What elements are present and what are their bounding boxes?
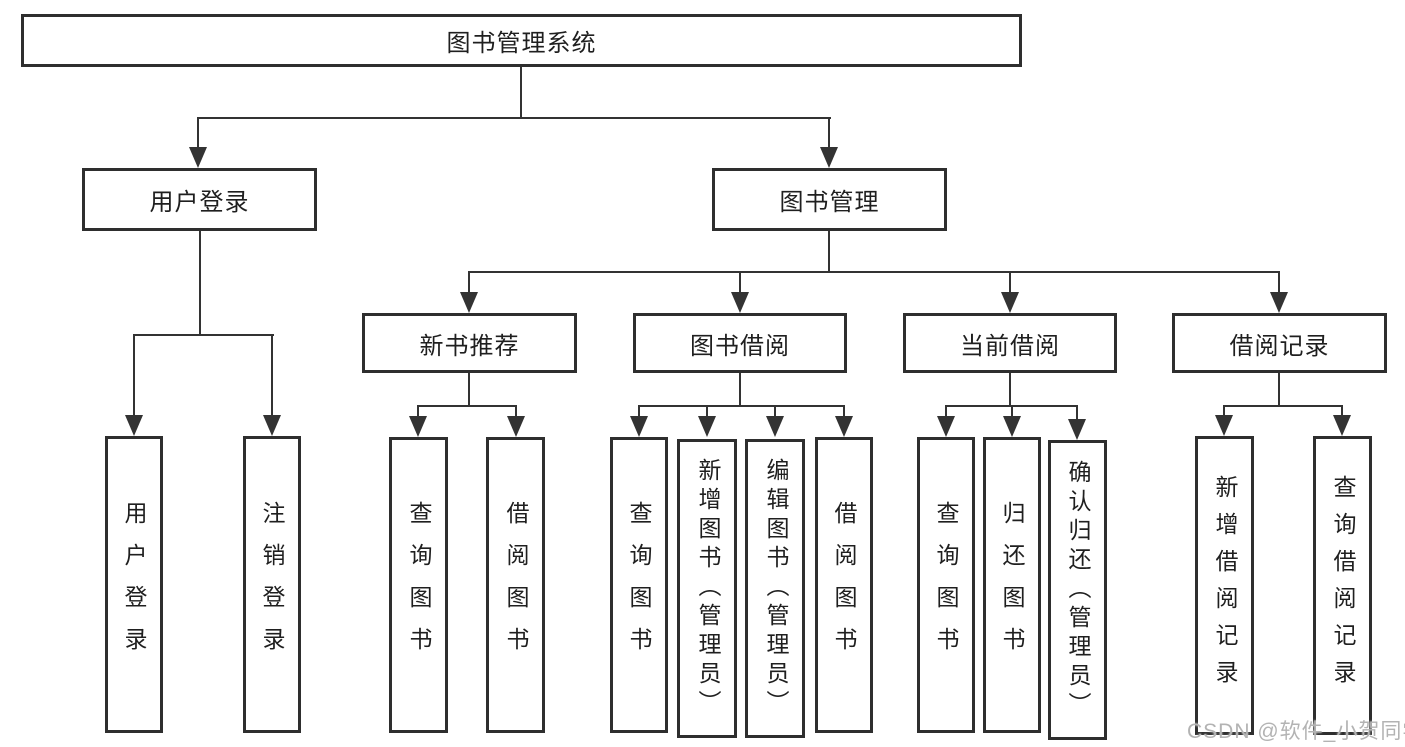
arrowhead-down-icon <box>125 415 143 436</box>
connector-stub <box>739 271 741 293</box>
connector-stub <box>774 405 776 417</box>
connector-hline <box>638 405 845 407</box>
arrowhead-down-icon <box>630 416 648 437</box>
leaf-bb-add-books-admin: 新增图书（管理员） <box>677 439 737 738</box>
node-new-book-recommend: 新书推荐 <box>362 313 577 373</box>
connector-stub <box>1341 405 1343 416</box>
connector-vline <box>1009 373 1011 407</box>
connector-hline <box>197 117 831 119</box>
connector-stub <box>706 405 708 417</box>
arrowhead-down-icon <box>409 416 427 437</box>
node-current-borrow: 当前借阅 <box>903 313 1117 373</box>
leaf-bb-edit-books-admin: 编辑图书（管理员） <box>745 439 805 738</box>
leaf-br-query-record: 查询借阅记录 <box>1313 436 1372 735</box>
connector-hline <box>417 405 517 407</box>
connector-stub <box>1076 405 1078 419</box>
arrowhead-down-icon <box>820 147 838 168</box>
node-book-borrow: 图书借阅 <box>633 313 847 373</box>
leaf-rec-borrow-books: 借阅图书 <box>486 437 545 733</box>
leaf-cb-query-books: 查询图书 <box>917 437 975 733</box>
connector-vline <box>520 67 522 117</box>
arrowhead-down-icon <box>937 416 955 437</box>
arrowhead-down-icon <box>698 416 716 437</box>
watermark: CSDN @软件_小贺同学 <box>1187 720 1405 743</box>
arrowhead-down-icon <box>1001 292 1019 313</box>
connector-stub <box>1223 405 1225 416</box>
arrowhead-down-icon <box>731 292 749 313</box>
connector-vline <box>199 231 201 335</box>
leaf-user-login: 用户登录 <box>105 436 163 733</box>
connector-stub <box>638 405 640 417</box>
node-user-login: 用户登录 <box>82 168 317 231</box>
arrowhead-down-icon <box>1003 416 1021 437</box>
arrowhead-down-icon <box>507 416 525 437</box>
arrowhead-down-icon <box>1270 292 1288 313</box>
connector-stub <box>1011 405 1013 417</box>
connector-stub <box>945 405 947 417</box>
arrowhead-down-icon <box>189 147 207 168</box>
leaf-logout: 注销登录 <box>243 436 301 733</box>
connector-vline <box>1278 373 1280 407</box>
connector-stub <box>133 334 135 416</box>
arrowhead-down-icon <box>1068 419 1086 440</box>
connector-stub <box>843 405 845 417</box>
connector-vline <box>828 231 830 272</box>
connector-stub <box>828 117 830 148</box>
connector-stub <box>515 405 517 417</box>
arrowhead-down-icon <box>460 292 478 313</box>
leaf-cb-return-books: 归还图书 <box>983 437 1041 733</box>
leaf-br-add-record: 新增借阅记录 <box>1195 436 1254 735</box>
connector-stub <box>197 117 199 148</box>
connector-vline <box>468 373 470 407</box>
connector-stub <box>468 271 470 293</box>
connector-stub <box>1278 271 1280 293</box>
leaf-cb-confirm-return-admin: 确认归还（管理员） <box>1048 440 1107 740</box>
node-borrow-records: 借阅记录 <box>1172 313 1387 373</box>
arrowhead-down-icon <box>263 415 281 436</box>
node-book-management: 图书管理 <box>712 168 947 231</box>
connector-hline <box>133 334 274 336</box>
connector-hline <box>468 271 1280 273</box>
connector-vline <box>739 373 741 407</box>
connector-stub <box>271 334 273 416</box>
leaf-rec-query-books: 查询图书 <box>389 437 448 733</box>
connector-stub <box>1009 271 1011 293</box>
leaf-bb-borrow-books: 借阅图书 <box>815 437 873 733</box>
connector-stub <box>417 405 419 417</box>
arrowhead-down-icon <box>1215 415 1233 436</box>
leaf-bb-query-books: 查询图书 <box>610 437 668 733</box>
arrowhead-down-icon <box>835 416 853 437</box>
node-library-system: 图书管理系统 <box>21 14 1022 67</box>
arrowhead-down-icon <box>766 416 784 437</box>
connector-hline <box>1223 405 1343 407</box>
arrowhead-down-icon <box>1333 415 1351 436</box>
